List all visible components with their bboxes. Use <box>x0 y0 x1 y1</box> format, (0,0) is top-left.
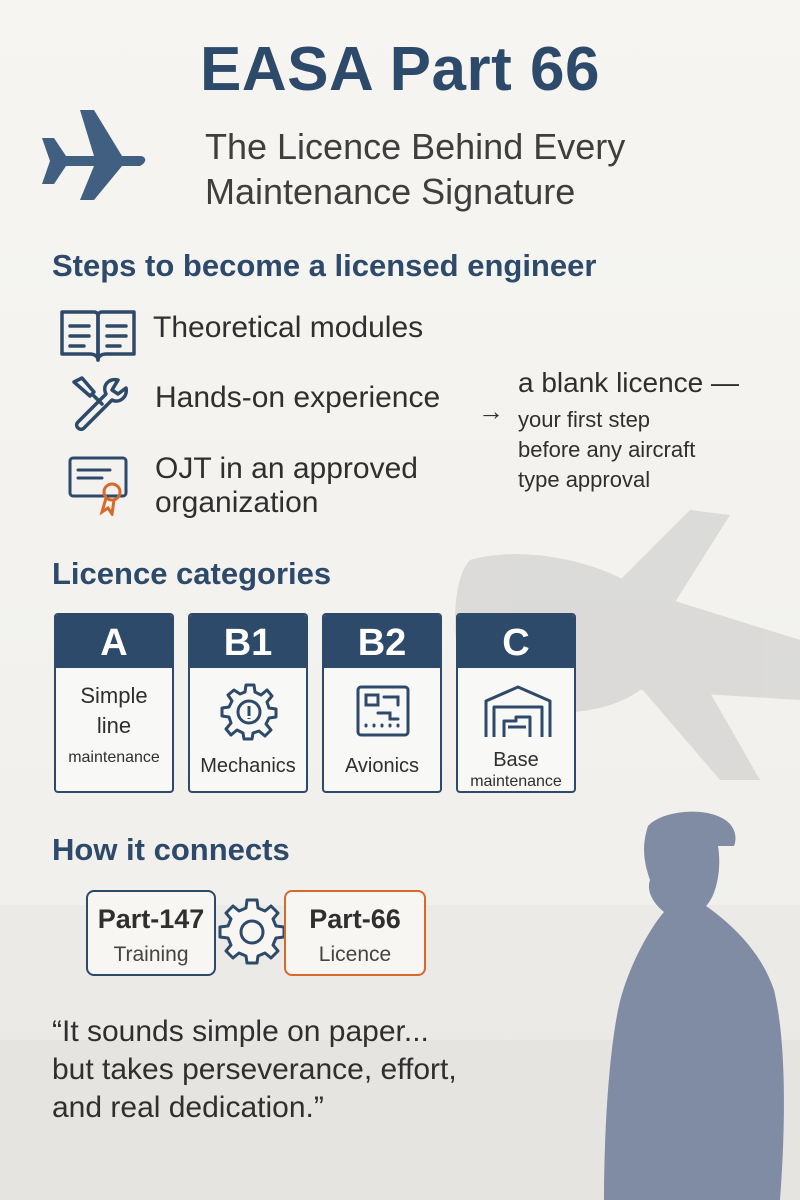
category-card-b2: B2 Avionics <box>322 613 442 793</box>
page-title: EASA Part 66 <box>200 35 600 104</box>
part-66-subtitle: Licence <box>318 943 392 966</box>
part-147-box: Part-147 Training <box>86 890 216 976</box>
part-66-title: Part-66 <box>309 904 401 934</box>
categories-heading: Licence categories <box>52 556 332 591</box>
part-66-box: Part-66 Licence <box>284 890 426 976</box>
quote: “It sounds simple on paper... but takes … <box>52 1013 457 1127</box>
wrench-screwdriver-icon <box>72 376 129 432</box>
step-hands-on-experience: Hands-on experience <box>155 381 441 414</box>
result-line: before any aircraft <box>518 437 696 462</box>
category-code: C <box>458 615 574 668</box>
result-line: your first step <box>518 407 651 432</box>
page-subtitle: The Licence Behind Every Maintenance Sig… <box>205 124 625 214</box>
connects-heading: How it connects <box>52 832 290 867</box>
subtitle-line: The Licence Behind Every <box>205 126 626 167</box>
step-ojt-line: organization <box>155 486 319 519</box>
result-description: your first step before any aircraft type… <box>518 405 695 495</box>
hangar-icon <box>484 685 552 737</box>
subtitle-line: Maintenance Signature <box>205 171 576 212</box>
category-label: Mechanics <box>200 755 296 777</box>
steps-heading: Steps to become a licensed engineer <box>52 248 597 283</box>
category-label: line <box>96 713 132 738</box>
result-main: a blank licence — <box>518 367 740 398</box>
category-card-c: C Base maintenance <box>456 613 576 793</box>
category-code: A <box>56 615 172 668</box>
circuit-board-icon <box>356 685 410 737</box>
category-card-a: A Simple line maintenance <box>54 613 174 793</box>
airplane-icon <box>42 110 146 200</box>
result-line: type approval <box>518 467 651 492</box>
part-147-subtitle: Training <box>113 943 189 966</box>
open-book-icon <box>60 310 136 362</box>
category-code: B2 <box>324 615 440 668</box>
part-147-title: Part-147 <box>97 904 205 934</box>
engineer-silhouette <box>604 811 784 1200</box>
category-label: maintenance <box>68 749 160 766</box>
quote-line: “It sounds simple on paper... <box>52 1015 429 1048</box>
category-label: Simple <box>80 683 148 708</box>
category-card-b1: B1 Mechanics <box>188 613 308 793</box>
category-label: Base <box>493 749 539 771</box>
gear-icon <box>220 683 278 741</box>
certificate-icon <box>68 456 128 516</box>
category-label: maintenance <box>470 773 562 790</box>
category-code: B1 <box>190 615 306 668</box>
arrow-icon: → <box>478 396 504 426</box>
step-ojt: OJT in an approved organization <box>155 452 418 520</box>
quote-line: but takes perseverance, effort, <box>52 1053 457 1086</box>
step-theoretical-modules: Theoretical modules <box>153 311 424 344</box>
step-ojt-line: OJT in an approved <box>155 452 418 485</box>
gear-icon <box>218 898 286 965</box>
quote-line: and real dedication.” <box>52 1091 324 1124</box>
category-label: Avionics <box>344 755 420 777</box>
